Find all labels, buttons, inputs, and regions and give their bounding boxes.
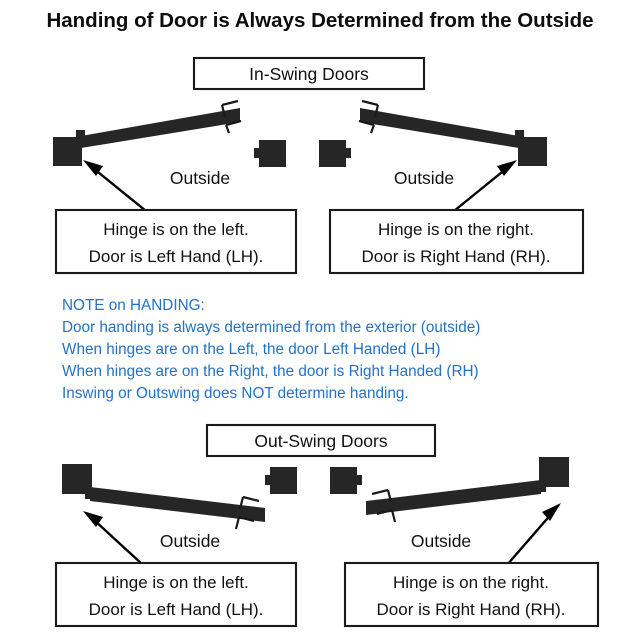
center-jamb-block-left-icon xyxy=(259,140,286,167)
outside-label: Outside xyxy=(170,168,230,188)
inswing-left-door-figure: Outside xyxy=(53,99,242,212)
door-leaf-icon xyxy=(90,487,265,522)
outswing-left-door-figure: Outside xyxy=(62,464,265,566)
hinge-block-icon xyxy=(53,137,82,166)
outside-label: Outside xyxy=(394,168,454,188)
callout-arrow-head-icon xyxy=(83,160,103,176)
hinge-pivot-icon xyxy=(537,483,546,492)
callout-arrow-line xyxy=(453,167,508,212)
center-jamb-nub-right-icon xyxy=(345,148,351,158)
note-line-4: Inswing or Outswing does NOT determine h… xyxy=(62,385,409,402)
callout-arrow-line xyxy=(506,511,554,566)
inswing-right-door-figure: Outside xyxy=(358,99,547,212)
inswing-left-callout: Hinge is on the left. Door is Left Hand … xyxy=(54,208,298,275)
callout-line-1: Hinge is on the left. xyxy=(103,220,249,239)
callout-line-2: Door is Right Hand (RH). xyxy=(362,247,551,266)
callout-arrow-line xyxy=(92,167,147,212)
callout-frame xyxy=(343,561,600,628)
inswing-heading-box: In-Swing Doors xyxy=(192,56,426,91)
hinge-block-icon xyxy=(518,137,547,166)
center-jamb-block-right-icon xyxy=(330,467,357,494)
callout-arrow-head-icon xyxy=(542,503,561,521)
latch-strike-icon xyxy=(358,99,380,134)
inswing-right-callout: Hinge is on the right. Door is Right Han… xyxy=(328,208,585,275)
inswing-center-jambs xyxy=(254,140,351,167)
center-jamb-nub-right-icon xyxy=(356,475,362,485)
center-jamb-block-left-icon xyxy=(270,467,297,494)
callout-line-1: Hinge is on the right. xyxy=(378,220,534,239)
outswing-left-callout: Hinge is on the left. Door is Left Hand … xyxy=(54,561,298,628)
hinge-pivot-icon xyxy=(76,130,85,139)
callout-arrow-head-icon xyxy=(83,511,103,527)
hinge-block-icon xyxy=(539,457,569,487)
outside-label: Outside xyxy=(160,531,220,551)
outside-label: Outside xyxy=(411,531,471,551)
inswing-heading-frame xyxy=(192,56,426,91)
center-jamb-nub-left-icon xyxy=(254,148,260,158)
door-leaf-icon xyxy=(366,480,541,515)
hinge-block-icon xyxy=(62,464,92,494)
outswing-right-callout: Hinge is on the right. Door is Right Han… xyxy=(343,561,600,628)
note-line-2: When hinges are on the Left, the door Le… xyxy=(62,341,440,358)
callout-line-1: Hinge is on the left. xyxy=(103,573,249,592)
outswing-center-jambs xyxy=(265,467,362,494)
note-heading: NOTE on HANDING: xyxy=(62,297,205,314)
door-leaf-icon xyxy=(81,108,240,148)
callout-arrow-head-icon xyxy=(497,160,517,176)
latch-strike-icon xyxy=(234,495,260,530)
outswing-right-door-figure: Outside xyxy=(366,457,569,566)
hinge-pivot-icon xyxy=(515,130,524,139)
page-title: Handing of Door is Always Determined fro… xyxy=(46,9,593,32)
center-jamb-block-right-icon xyxy=(319,140,346,167)
callout-line-2: Door is Right Hand (RH). xyxy=(377,600,566,619)
door-leaf-icon xyxy=(360,108,519,148)
callout-frame xyxy=(54,208,298,275)
latch-strike-icon xyxy=(371,488,397,523)
note-line-3: When hinges are on the Right, the door i… xyxy=(62,363,479,380)
outswing-heading-frame xyxy=(205,423,437,458)
callout-frame xyxy=(54,561,298,628)
callout-arrow-line xyxy=(92,518,144,566)
outswing-heading-box: Out-Swing Doors xyxy=(205,423,437,458)
callout-line-2: Door is Left Hand (LH). xyxy=(89,247,264,266)
outswing-heading-label: Out-Swing Doors xyxy=(254,431,387,451)
callout-frame xyxy=(328,208,585,275)
callout-line-1: Hinge is on the right. xyxy=(393,573,549,592)
handing-note-block: NOTE on HANDING: Door handing is always … xyxy=(62,297,480,402)
latch-strike-icon xyxy=(220,99,242,134)
center-jamb-nub-left-icon xyxy=(265,475,271,485)
note-line-1: Door handing is always determined from t… xyxy=(62,319,480,336)
hinge-pivot-icon xyxy=(85,490,94,499)
callout-line-2: Door is Left Hand (LH). xyxy=(89,600,264,619)
inswing-heading-label: In-Swing Doors xyxy=(249,64,369,84)
